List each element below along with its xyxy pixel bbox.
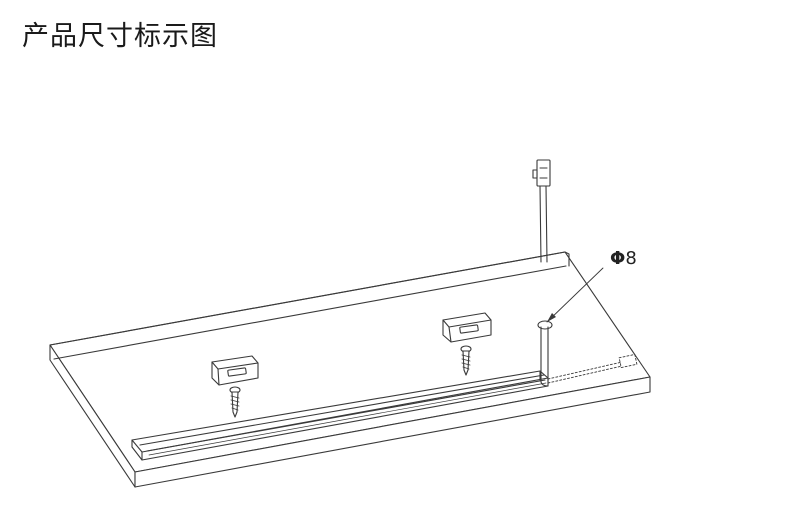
connector-plug <box>532 159 551 187</box>
hole-callout-leader <box>546 267 604 323</box>
screw-left <box>229 386 241 418</box>
mounting-clip-left <box>211 355 259 386</box>
shelf-board <box>49 251 651 488</box>
hole-diameter-label: Φ8 <box>610 248 637 269</box>
hidden-wire <box>547 353 638 384</box>
page-title: 产品尺寸标示图 <box>22 21 218 52</box>
cable <box>539 185 549 387</box>
mounting-clip-right <box>442 312 492 343</box>
screw-right <box>460 345 472 376</box>
cable-hole <box>537 320 553 330</box>
